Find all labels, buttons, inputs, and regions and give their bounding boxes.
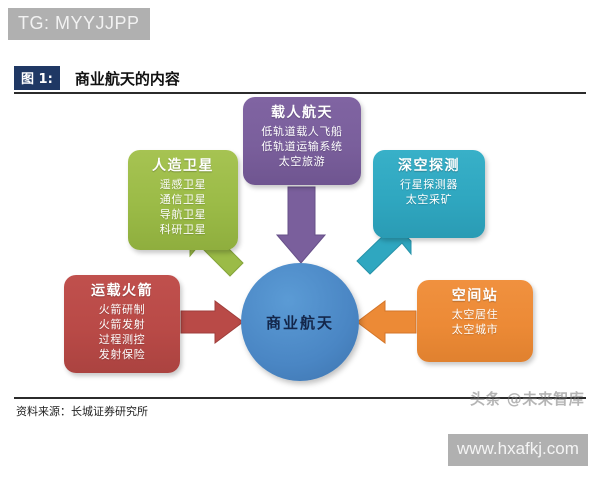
- node-manned-item-1: 低轨道载人飞船: [261, 125, 343, 138]
- page-title: 商业航天的内容: [74, 69, 180, 88]
- node-satellite-item-3: 导航卫星: [159, 208, 207, 221]
- node-rocket-item-1: 火箭研制: [98, 303, 146, 316]
- node-satellite-item-4: 科研卫星: [159, 223, 207, 236]
- node-deepspace-title: 深空探测: [398, 158, 460, 174]
- node-satellite-title: 人造卫星: [152, 158, 214, 174]
- figure-title-row: 图 1: 商业航天的内容: [14, 66, 586, 92]
- arrow-rocket-to-center: [180, 300, 244, 344]
- arrow-station-to-center: [356, 300, 417, 344]
- footer-divider: [14, 397, 586, 399]
- node-deepspace-item-1: 行星探测器: [400, 178, 458, 191]
- node-manned-title: 载人航天: [271, 105, 333, 121]
- arrow-manned-to-center: [275, 186, 327, 264]
- node-launch-vehicle[interactable]: 运载火箭 火箭研制 火箭发射 过程测控 发射保险: [64, 275, 180, 373]
- title-divider: [14, 92, 586, 94]
- node-satellite-item-2: 通信卫星: [159, 193, 207, 206]
- node-station-item-1: 太空居住: [451, 308, 499, 321]
- node-artificial-satellite[interactable]: 人造卫星 遥感卫星 通信卫星 导航卫星 科研卫星: [128, 150, 238, 250]
- node-deepspace-item-2: 太空采矿: [405, 193, 453, 206]
- node-rocket-item-2: 火箭发射: [98, 318, 146, 331]
- node-satellite-item-1: 遥感卫星: [159, 178, 207, 191]
- node-deep-space-exploration[interactable]: 深空探测 行星探测器 太空采矿: [373, 150, 485, 238]
- node-rocket-item-3: 过程测控: [98, 333, 146, 346]
- center-node-commercial-aerospace[interactable]: 商业航天: [241, 263, 359, 381]
- url-watermark-badge: www.hxafkj.com: [448, 434, 588, 466]
- node-manned-item-2: 低轨道运输系统: [261, 140, 343, 153]
- node-rocket-item-4: 发射保险: [98, 348, 146, 361]
- toutiao-watermark: 头条 @未来智库: [470, 390, 585, 408]
- node-manned-item-3: 太空旅游: [278, 155, 326, 168]
- diagram-canvas: 人造卫星 遥感卫星 通信卫星 导航卫星 科研卫星 载人航天 低轨道载人飞船 低轨…: [0, 95, 600, 395]
- node-rocket-title: 运载火箭: [91, 283, 153, 299]
- node-space-station[interactable]: 空间站 太空居住 太空城市: [417, 280, 533, 362]
- node-station-title: 空间站: [451, 288, 499, 304]
- node-manned-spaceflight[interactable]: 载人航天 低轨道载人飞船 低轨道运输系统 太空旅游: [243, 97, 361, 185]
- center-node-label: 商业航天: [265, 313, 334, 332]
- source-note: 资料来源：长城证券研究所: [16, 405, 148, 418]
- figure-number-badge: 图 1:: [14, 66, 60, 90]
- tg-watermark-badge: TG: MYYJJPP: [8, 8, 150, 40]
- node-station-item-2: 太空城市: [451, 323, 499, 336]
